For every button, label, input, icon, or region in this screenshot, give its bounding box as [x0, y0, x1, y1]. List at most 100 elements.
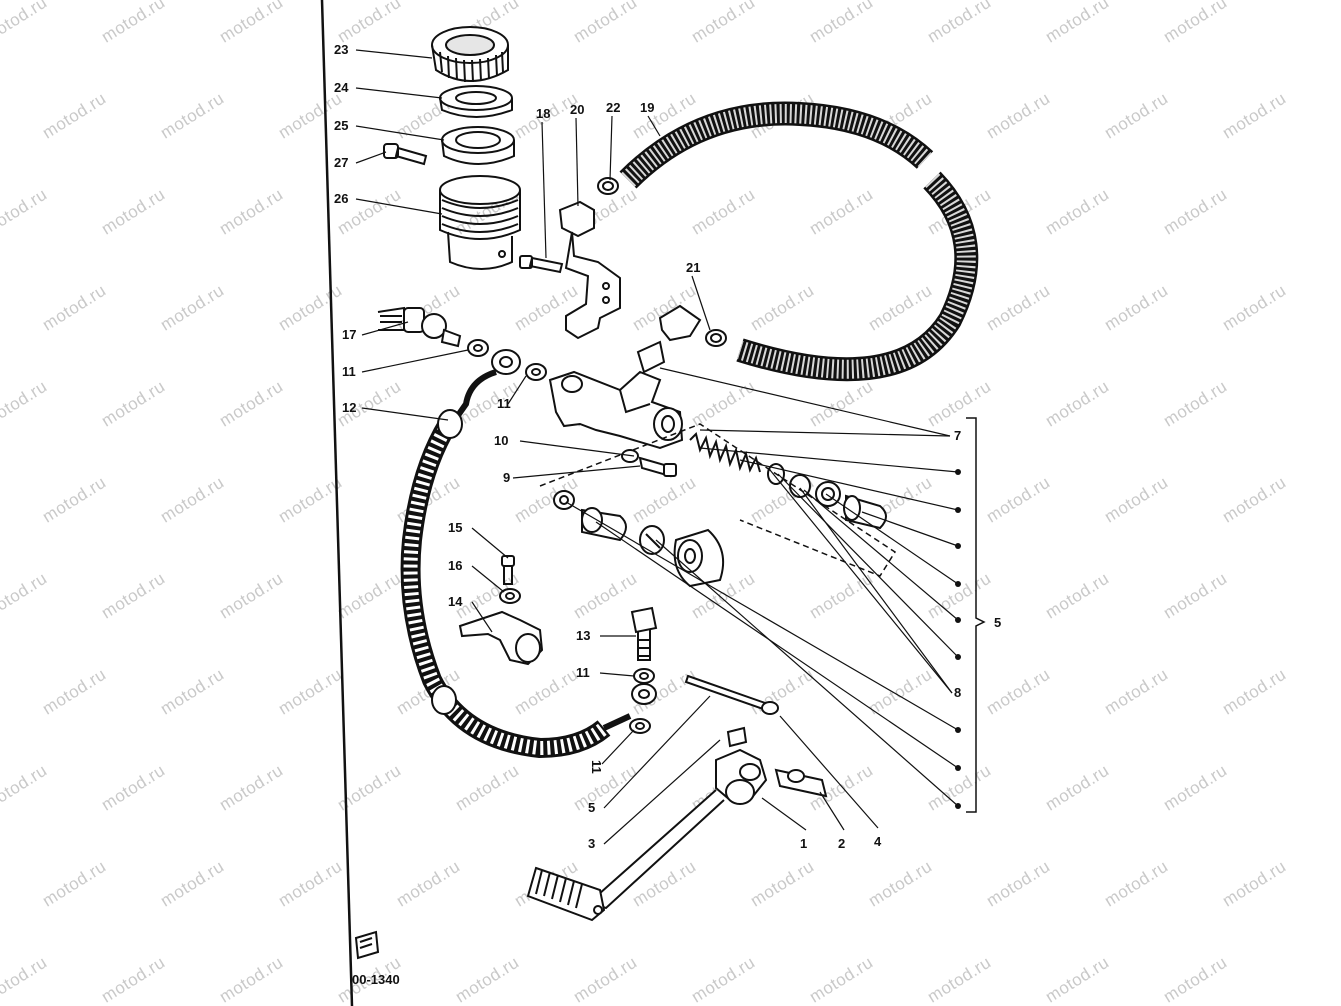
- washer-a: [467, 339, 489, 357]
- leader-line: [769, 469, 953, 694]
- kit-bracket: [966, 417, 986, 813]
- reservoir-hose: [619, 101, 979, 382]
- kit-leader-line: [565, 501, 959, 731]
- leader-lines: [355, 49, 953, 845]
- kit-dot: [955, 654, 961, 660]
- leader-line: [609, 115, 613, 181]
- washer-c: [633, 668, 655, 684]
- washer-d: [629, 718, 651, 734]
- leader-line: [603, 695, 711, 809]
- label-11c: 11: [576, 665, 590, 680]
- hose-clip-upper: [597, 177, 619, 195]
- label-26: 26: [334, 191, 348, 206]
- banjo-bolt: [630, 606, 658, 661]
- leader-line: [603, 739, 721, 845]
- leader-line: [647, 115, 661, 137]
- leader-line: [519, 440, 635, 457]
- label-9: 9: [503, 470, 510, 485]
- leader-line: [761, 797, 807, 831]
- kit-dot: [955, 765, 961, 771]
- label-22: 22: [606, 100, 620, 115]
- kit-leader-line: [777, 473, 959, 658]
- leader-line: [355, 87, 443, 99]
- leader-line: [599, 672, 635, 677]
- return-spring: [689, 432, 761, 473]
- piston-set-lower: [553, 490, 724, 588]
- kit-dot: [955, 727, 961, 733]
- push-rod: [684, 674, 779, 715]
- label-4: 4: [874, 834, 882, 849]
- leader-line: [471, 565, 505, 593]
- clutch-hose: [400, 369, 632, 759]
- reservoir-cap: [431, 26, 509, 83]
- leader-line: [355, 198, 443, 215]
- label-10: 10: [494, 433, 508, 448]
- label-20: 20: [570, 102, 584, 117]
- diaphragm-plate: [439, 85, 513, 118]
- leader-line: [355, 49, 433, 59]
- leader-line: [575, 117, 579, 207]
- kit-leader-line: [699, 447, 959, 473]
- label-25: 25: [334, 118, 348, 133]
- leader-line: [361, 349, 469, 373]
- label-17: 17: [342, 327, 356, 342]
- banjo-fitting-upper: [491, 349, 521, 375]
- banjo-fitting-lower: [631, 683, 657, 705]
- label-1: 1: [800, 836, 807, 851]
- label-11a: 11: [342, 364, 356, 379]
- kit-leader-line: [655, 539, 959, 807]
- leader-line: [355, 151, 387, 164]
- diagram-code: 00-1340: [352, 972, 400, 987]
- leader-line: [361, 407, 449, 421]
- kit-dots: [565, 447, 961, 809]
- page-border-line: [320, 0, 354, 1006]
- hose-clip-lower: [705, 329, 727, 347]
- leader-line: [355, 125, 445, 141]
- leader-line: [361, 321, 409, 336]
- leader-line: [819, 791, 845, 831]
- kit-outline-box: [539, 423, 897, 577]
- leader-line: [659, 367, 951, 437]
- kit-leader-line: [825, 493, 959, 585]
- hose-clamp-bracket: [458, 610, 544, 666]
- label-18: 18: [536, 106, 550, 121]
- label-21: 21: [686, 260, 700, 275]
- master-cylinder-body: [548, 370, 684, 450]
- label-27: 27: [334, 155, 348, 170]
- label-7: 7: [954, 428, 961, 443]
- reservoir-screw: [383, 143, 428, 166]
- hose-elbow-fitting: [636, 304, 702, 374]
- kit-dot: [955, 617, 961, 623]
- label-19: 19: [640, 100, 654, 115]
- kit-leader-line: [861, 511, 959, 547]
- kit-dot: [955, 543, 961, 549]
- clutch-pedal: [526, 726, 768, 922]
- leader-line: [541, 121, 547, 259]
- kit-dot: [955, 581, 961, 587]
- kit-dot: [955, 803, 961, 809]
- kit-dot: [955, 469, 961, 475]
- label-8: 8: [954, 685, 961, 700]
- washer-b: [525, 363, 547, 381]
- leader-line: [471, 527, 509, 559]
- connector-icon: [354, 930, 380, 960]
- clutch-switch: [377, 306, 462, 348]
- reservoir-bracket: [558, 200, 621, 340]
- label-23: 23: [334, 42, 348, 57]
- kit-dot: [955, 507, 961, 513]
- kit-leader-line: [739, 459, 959, 511]
- pedal-pin: [774, 768, 828, 798]
- bracket-bolt: [519, 255, 564, 274]
- leader-line: [799, 487, 953, 694]
- label-3: 3: [588, 836, 595, 851]
- kit-leader-line: [595, 521, 959, 769]
- leader-line: [601, 729, 635, 765]
- diaphragm: [441, 126, 515, 165]
- label-16: 16: [448, 558, 462, 573]
- label-5-bottom: 5: [588, 800, 595, 815]
- piston-set-upper: [767, 463, 887, 530]
- label-14: 14: [448, 594, 463, 609]
- leader-line: [691, 275, 711, 331]
- label-24: 24: [334, 80, 349, 95]
- leader-line: [471, 601, 493, 633]
